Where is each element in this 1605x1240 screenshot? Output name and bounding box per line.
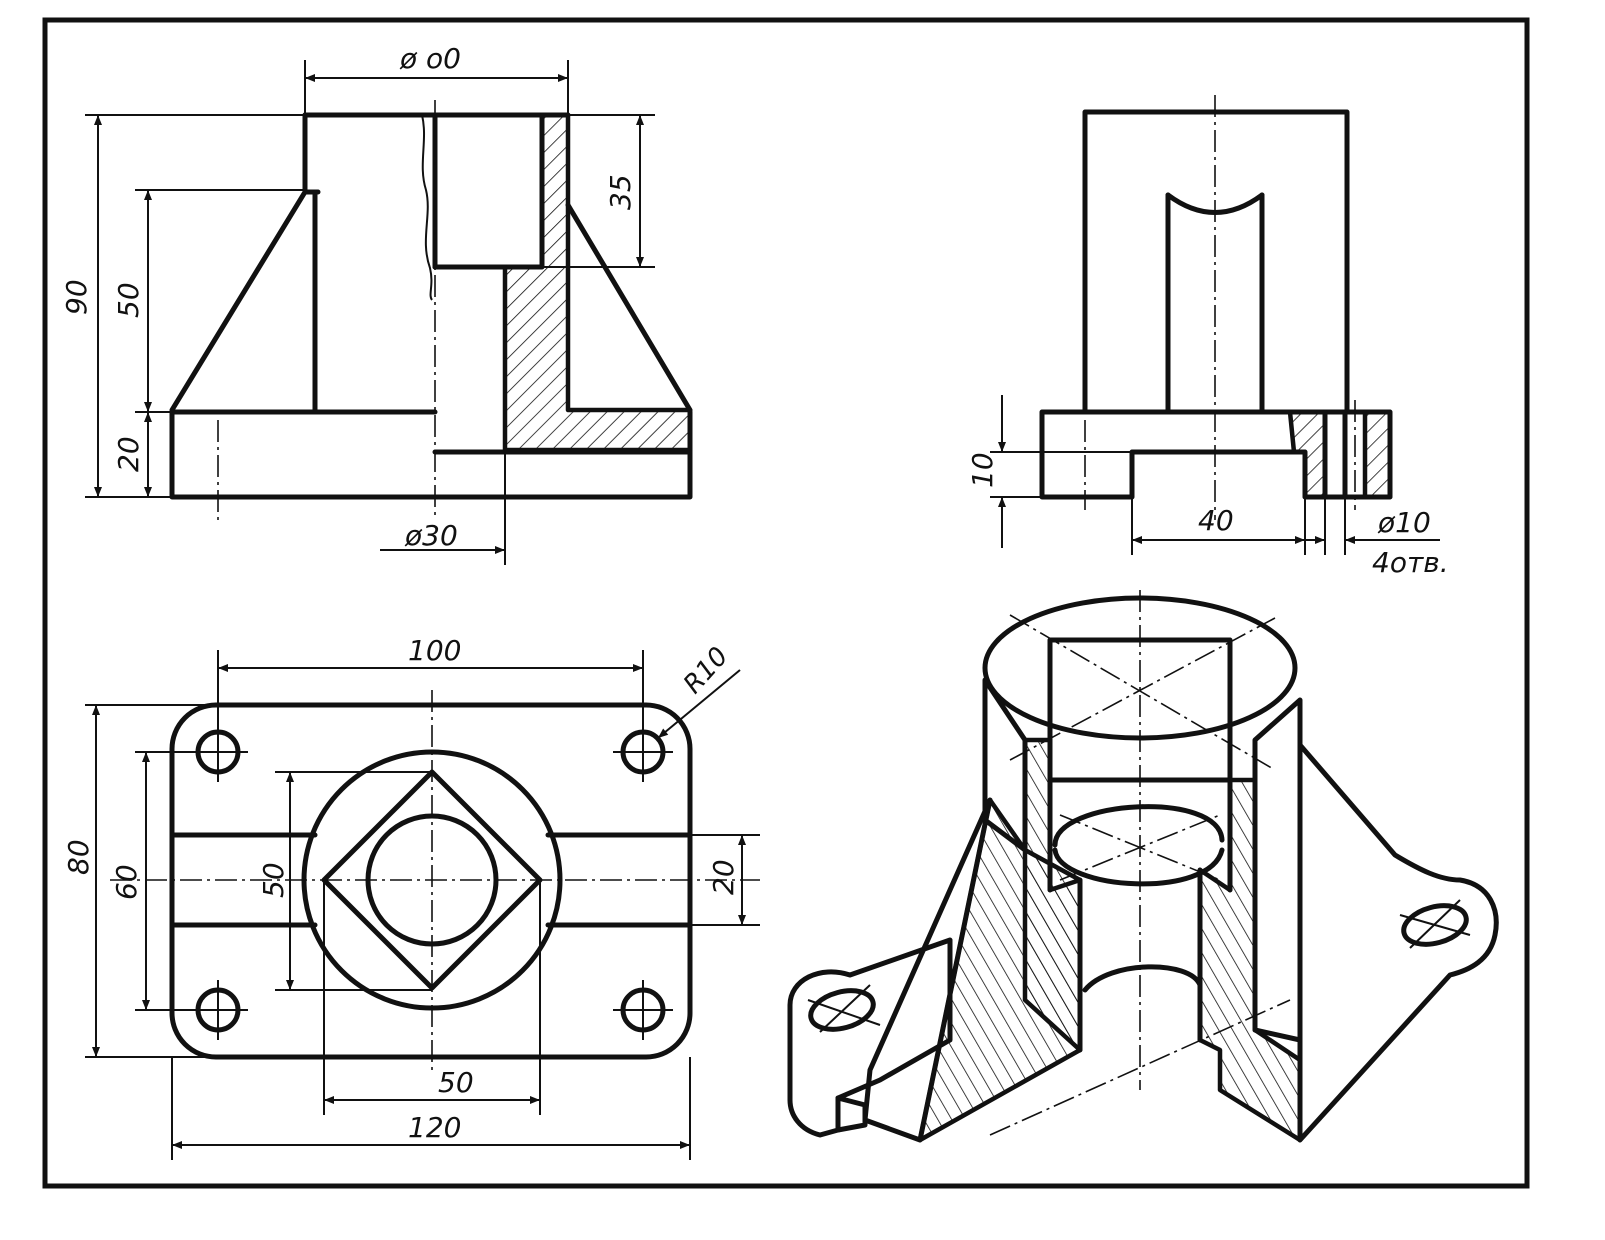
dim-square-size-h: 50 [438, 1066, 474, 1099]
sheet-border [42, 17, 1530, 1189]
dim-bore-depth: 35 [604, 174, 637, 210]
dim-rib-width: 20 [707, 859, 740, 895]
dim-height-total: 90 [60, 279, 93, 315]
dim-bore-diameter: ø30 [404, 519, 458, 552]
dim-height-upper: 50 [112, 282, 145, 318]
dim-overall-width: 120 [408, 1111, 461, 1144]
dim-height-flange: 20 [112, 436, 145, 472]
dim-overall-depth: 80 [62, 839, 95, 875]
dim-hole-diameter: ø10 [1377, 506, 1431, 539]
isometric-view [787, 590, 1499, 1143]
dim-top-diameter: ø o0 [399, 42, 461, 75]
dim-slot-width: 40 [1198, 504, 1234, 537]
dim-square-size-v: 50 [257, 862, 290, 898]
dim-hole-spacing-y: 60 [110, 864, 143, 900]
top-view: 100 R10 80 60 50 20 50 120 [62, 634, 760, 1160]
dim-flange-thickness: 10 [966, 452, 999, 488]
side-view: 10 40 ø10 4отв. [966, 95, 1449, 579]
dim-hole-count: 4отв. [1372, 546, 1449, 579]
front-view: ø o0 90 50 20 35 ø30 [60, 42, 693, 565]
dim-hole-spacing-x: 100 [408, 634, 461, 667]
dim-corner-radius: R10 [678, 642, 735, 700]
